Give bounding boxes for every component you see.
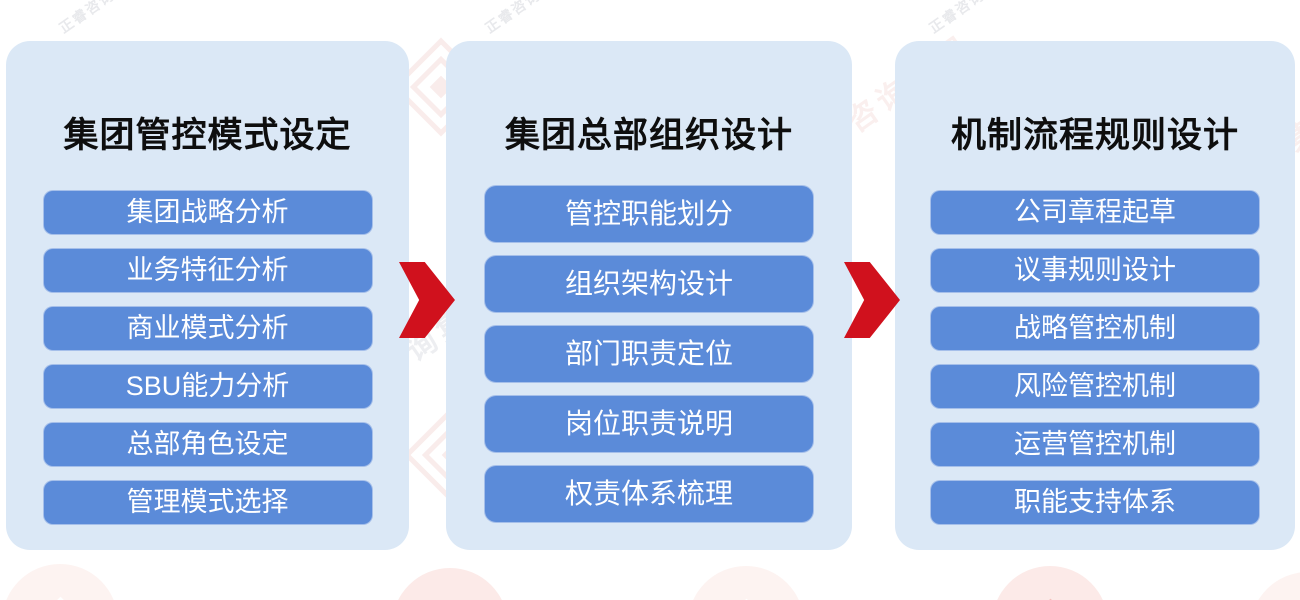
diagram-item: 业务特征分析 xyxy=(42,248,373,293)
watermark-circle-logo xyxy=(992,566,1108,600)
diagram-item: 商业模式分析 xyxy=(42,306,373,351)
diagram-item: SBU能力分析 xyxy=(42,364,373,409)
panel-mechanism-process-rules: 机制流程规则设计 公司章程起草 议事规则设计 战略管控机制 风险管控机制 运营管… xyxy=(895,41,1295,550)
diagram-item: 集团战略分析 xyxy=(42,190,373,235)
diagram-item: 运营管控机制 xyxy=(930,422,1260,467)
diagram-item: 管控职能划分 xyxy=(484,185,814,243)
watermark-circle-logo xyxy=(392,568,508,600)
panel-title: 机制流程规则设计 xyxy=(950,116,1239,155)
diagram-item: 议事规则设计 xyxy=(930,248,1260,293)
diagram-item: 权责体系梳理 xyxy=(484,465,814,523)
diagram-item: 总部角色设定 xyxy=(42,422,373,467)
panel-item-list: 管控职能划分 组织架构设计 部门职责定位 岗位职责说明 权责体系梳理 xyxy=(446,185,852,523)
diagram-item: 职能支持体系 xyxy=(930,480,1260,525)
watermark-text: 正睿咨询集团 xyxy=(926,0,1014,37)
arrow-right-icon xyxy=(844,262,900,338)
diagram-item: 部门职责定位 xyxy=(484,325,814,383)
panel-group-control-model: 集团管控模式设定 集团战略分析 业务特征分析 商业模式分析 SBU能力分析 总部… xyxy=(6,41,409,550)
panel-hq-organization-design: 集团总部组织设计 管控职能划分 组织架构设计 部门职责定位 岗位职责说明 权责体… xyxy=(446,41,852,550)
watermark-circle-logo xyxy=(2,564,118,600)
diagram-item: 风险管控机制 xyxy=(930,364,1260,409)
chevron-up-icon xyxy=(21,596,99,600)
diagram-item: 战略管控机制 xyxy=(930,306,1260,351)
diagram-item: 管理模式选择 xyxy=(42,480,373,525)
diagram-item: 公司章程起草 xyxy=(930,190,1260,235)
diagram-item: 岗位职责说明 xyxy=(484,395,814,453)
watermark-text: 正睿咨询集团 xyxy=(56,0,144,37)
panel-title: 集团管控模式设定 xyxy=(63,116,352,155)
watermark-text: 正睿咨询集团 xyxy=(482,0,570,37)
panel-title: 集团总部组织设计 xyxy=(504,116,793,155)
diagram-item: 组织架构设计 xyxy=(484,255,814,313)
panel-item-list: 集团战略分析 业务特征分析 商业模式分析 SBU能力分析 总部角色设定 管理模式… xyxy=(6,190,409,525)
watermark-circle-logo xyxy=(1250,572,1300,600)
panel-item-list: 公司章程起草 议事规则设计 战略管控机制 风险管控机制 运营管控机制 职能支持体… xyxy=(895,190,1295,525)
watermark-circle-logo xyxy=(688,566,804,600)
